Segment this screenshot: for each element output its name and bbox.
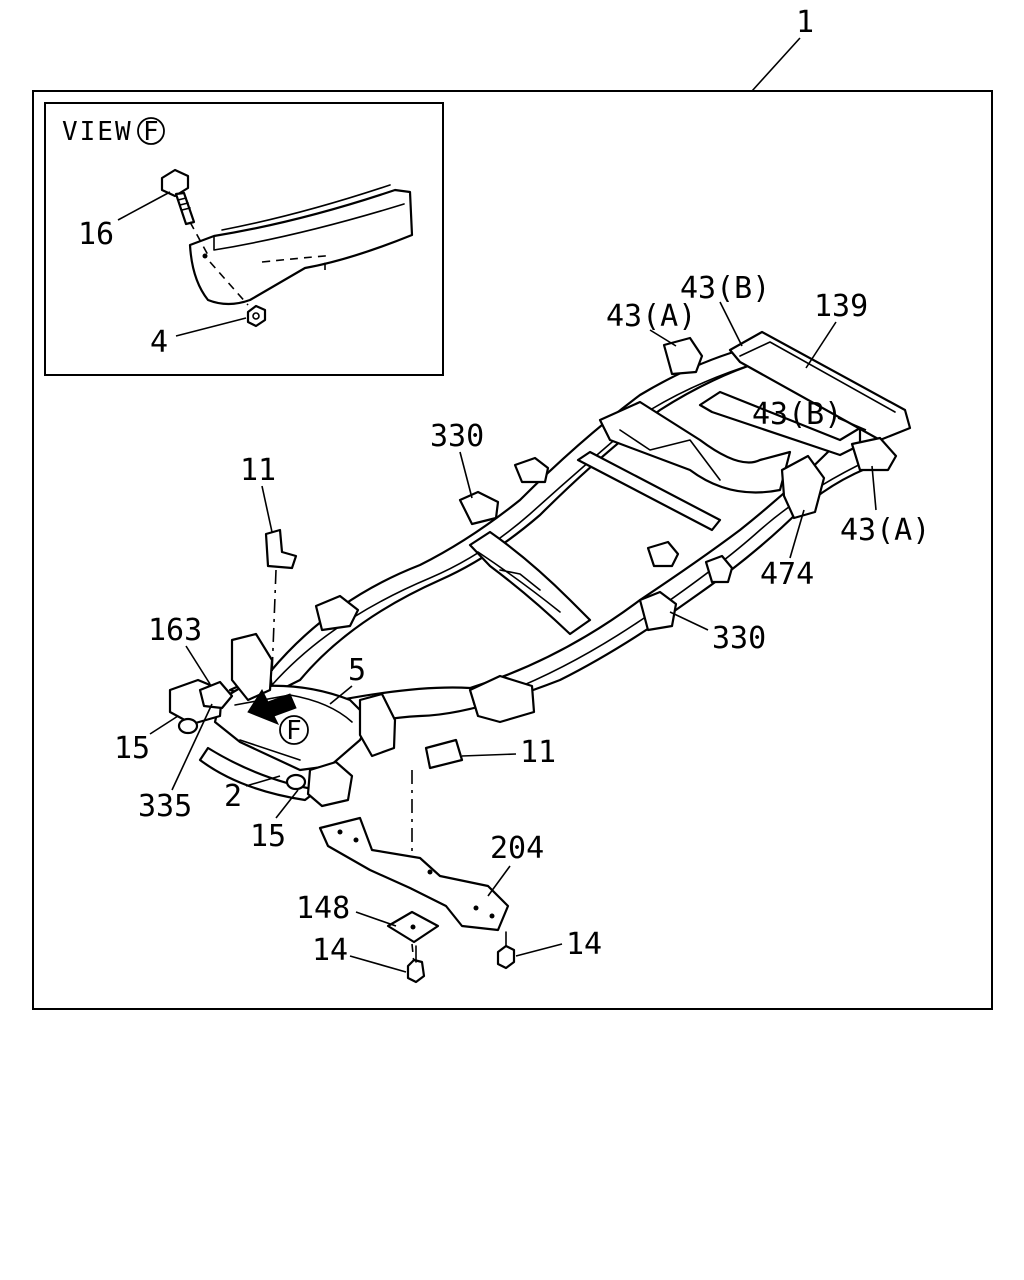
inset-nut (246, 304, 267, 328)
callout-11-top: 11 (240, 453, 276, 488)
front-bracket-right (358, 692, 397, 758)
rear-crossmember-139 (728, 330, 912, 442)
callout-14-left: 14 (312, 933, 348, 968)
callout-5: 5 (348, 653, 366, 688)
view-f-marker-circle (279, 715, 309, 745)
callout-43b-side: 43(B) (752, 397, 842, 432)
mount-upper-rear (662, 336, 704, 376)
inset-bolt (160, 168, 196, 226)
callout-139: 139 (814, 289, 868, 324)
callout-204: 204 (490, 831, 544, 866)
bracket-11-top-guide (271, 569, 277, 676)
bolt-14-right (496, 931, 516, 970)
crossmember-rear (698, 390, 862, 457)
inset-frame-bracket (188, 188, 414, 306)
bracket-11-front (424, 738, 464, 770)
callout-330-right: 330 (712, 621, 766, 656)
front-right-horn (306, 760, 354, 808)
ladder-frame: F (168, 330, 912, 808)
callout-11-front: 11 (520, 735, 556, 770)
inset-view-f: VIEW F 16 4 (44, 102, 444, 376)
callout-4: 4 (150, 325, 168, 360)
inset-border (44, 102, 444, 376)
mount-tank (646, 540, 680, 568)
view-f-marker-letter: F (286, 716, 304, 746)
callout-15-front: 15 (250, 819, 286, 854)
crossmember-center (576, 450, 722, 532)
callout-1: 1 (796, 5, 814, 40)
mount-330-left (458, 490, 500, 526)
view-letter: F (143, 117, 159, 147)
mount-front-rail (314, 594, 360, 632)
bracket-11-top (264, 528, 298, 570)
front-bracket-left (230, 632, 274, 702)
callout-2: 2 (224, 779, 242, 814)
callout-16: 16 (78, 217, 114, 252)
bolt-15-front (285, 773, 307, 791)
callout-14-right: 14 (566, 927, 602, 962)
bolt-14-left (406, 945, 426, 984)
mount-upper-rail (513, 456, 550, 484)
callout-43a-side: 43(A) (840, 513, 930, 548)
view-caption: VIEW (62, 117, 133, 147)
left-side-rail (228, 348, 762, 702)
callout-15-left: 15 (114, 731, 150, 766)
callout-43b-rear: 43(B) (680, 271, 770, 306)
part-163 (198, 680, 234, 710)
callout-163: 163 (148, 613, 202, 648)
skid-plate-204 (318, 816, 510, 932)
mount-474 (780, 454, 826, 520)
mount-right-mid (704, 554, 734, 584)
callout-330-left: 330 (430, 419, 484, 454)
callout-43a-rear: 43(A) (606, 299, 696, 334)
callout-148: 148 (296, 891, 350, 926)
mount-330-right (638, 590, 678, 632)
callout-1-leader (751, 37, 801, 92)
callout-474: 474 (760, 557, 814, 592)
view-letter-circle (137, 117, 165, 145)
callout-335: 335 (138, 789, 192, 824)
bolt-15-left (177, 717, 199, 735)
view-f-arrow (247, 688, 297, 725)
mount-body-right (468, 674, 536, 724)
mount-43a-side (850, 436, 898, 472)
outer-border (32, 90, 993, 1010)
